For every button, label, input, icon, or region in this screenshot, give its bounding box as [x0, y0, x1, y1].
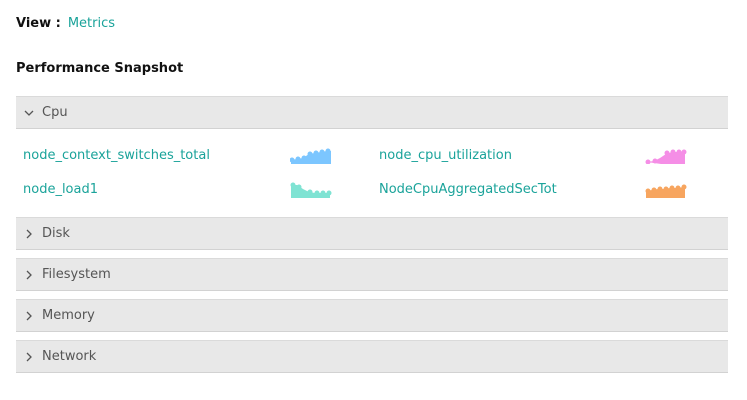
accordion-label-network: Network: [42, 349, 97, 364]
accordion-header-filesystem[interactable]: Filesystem: [16, 258, 728, 291]
metric-link-nodecpuaggregatedsectot[interactable]: NodeCpuAggregatedSecTot: [379, 182, 557, 197]
metrics-accordion: Cpu node_context_switches_total node_cpu…: [16, 96, 728, 373]
accordion-header-disk[interactable]: Disk: [16, 217, 728, 250]
accordion-header-network[interactable]: Network: [16, 340, 728, 373]
metric-link-node-cpu-utilization[interactable]: node_cpu_utilization: [379, 148, 512, 163]
chevron-right-icon: [20, 225, 38, 243]
sparkline[interactable]: [645, 182, 687, 198]
accordion-label-memory: Memory: [42, 308, 95, 323]
metric-link-node-context-switches-total[interactable]: node_context_switches_total: [23, 148, 210, 163]
accordion-header-memory[interactable]: Memory: [16, 299, 728, 332]
sparkline[interactable]: [290, 148, 332, 164]
accordion-label-cpu: Cpu: [42, 105, 68, 120]
accordion-label-disk: Disk: [42, 226, 70, 241]
chevron-right-icon: [20, 307, 38, 325]
metric-link-node-load1[interactable]: node_load1: [23, 182, 98, 197]
chevron-right-icon: [20, 348, 38, 366]
section-title: Performance Snapshot: [16, 61, 184, 76]
accordion-label-filesystem: Filesystem: [42, 267, 111, 282]
chevron-down-icon: [20, 104, 38, 122]
chevron-right-icon: [20, 266, 38, 284]
accordion-body-cpu: node_context_switches_total node_cpu_uti…: [16, 129, 728, 217]
view-metrics-link[interactable]: Metrics: [67, 16, 116, 31]
view-selector: View : Metrics: [16, 16, 115, 31]
view-label: View :: [16, 16, 61, 31]
sparkline[interactable]: [645, 148, 687, 164]
sparkline[interactable]: [290, 182, 332, 198]
accordion-header-cpu[interactable]: Cpu: [16, 96, 728, 129]
